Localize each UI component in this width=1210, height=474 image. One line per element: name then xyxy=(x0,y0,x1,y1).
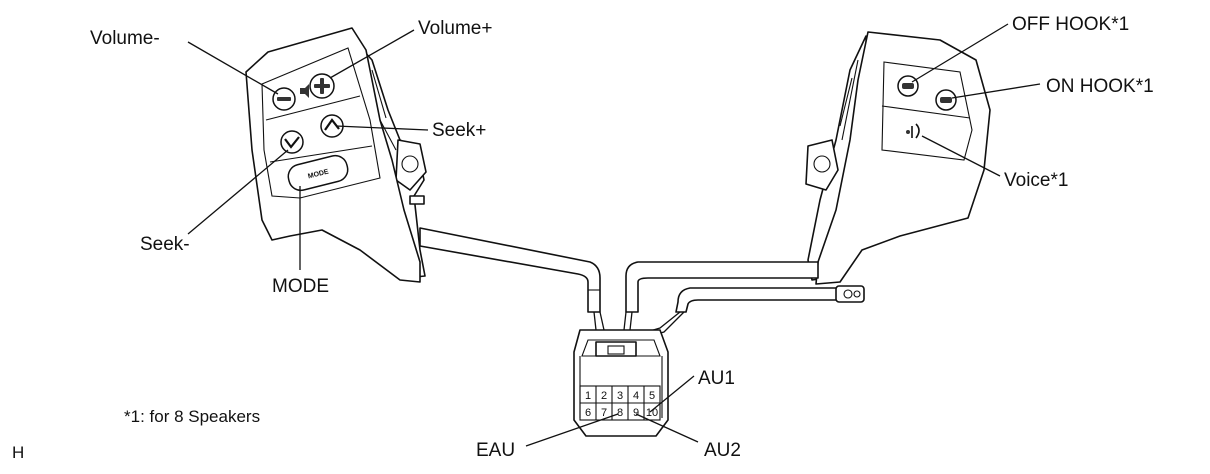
svg-text:MODE: MODE xyxy=(307,168,329,180)
wire-harness xyxy=(419,227,865,339)
on-hook-button[interactable] xyxy=(935,89,957,111)
connector: 1 2 3 4 5 6 7 8 9 10 xyxy=(573,329,669,437)
label-au2: AU2 xyxy=(704,440,741,461)
label-mode: MODE xyxy=(272,276,329,297)
pin-10: 10 xyxy=(646,407,658,419)
label-volume-minus: Volume- xyxy=(90,28,160,49)
label-seek-plus: Seek+ xyxy=(432,120,486,141)
speaker-icon xyxy=(300,84,309,98)
label-on-hook: ON HOOK*1 xyxy=(1046,76,1154,97)
corner-mark: H xyxy=(12,443,24,462)
mode-button[interactable]: MODE xyxy=(286,153,351,193)
pin-4: 4 xyxy=(633,390,639,402)
leader-lines xyxy=(187,23,1041,447)
pin-7: 7 xyxy=(601,407,607,419)
callout-labels: Volume- Volume+ Seek+ Seek- MODE OFF HOO… xyxy=(90,14,1154,461)
off-hook-button[interactable] xyxy=(897,75,919,97)
pin-3: 3 xyxy=(617,390,623,402)
voice-button[interactable] xyxy=(906,123,920,139)
volume-plus-button[interactable] xyxy=(309,73,335,99)
pin-1: 1 xyxy=(585,390,591,402)
connector-pin-grid: 1 2 3 4 5 6 7 8 9 10 xyxy=(579,385,661,421)
label-voice: Voice*1 xyxy=(1004,170,1068,191)
volume-minus-button[interactable] xyxy=(272,87,296,111)
pin-5: 5 xyxy=(649,390,655,402)
seek-minus-button[interactable] xyxy=(280,130,304,154)
label-eau: EAU xyxy=(476,440,515,461)
pin-6: 6 xyxy=(585,407,591,419)
label-seek-minus: Seek- xyxy=(140,234,190,255)
label-off-hook: OFF HOOK*1 xyxy=(1012,14,1129,35)
pin-2: 2 xyxy=(601,390,607,402)
pin-8: 8 xyxy=(617,407,623,419)
pin-9: 9 xyxy=(633,407,639,419)
label-au1: AU1 xyxy=(698,368,735,389)
right-steering-switch xyxy=(805,31,991,285)
footnote: *1: for 8 Speakers xyxy=(124,407,260,426)
left-steering-switch: MODE xyxy=(245,27,427,283)
label-volume-plus: Volume+ xyxy=(418,18,492,39)
